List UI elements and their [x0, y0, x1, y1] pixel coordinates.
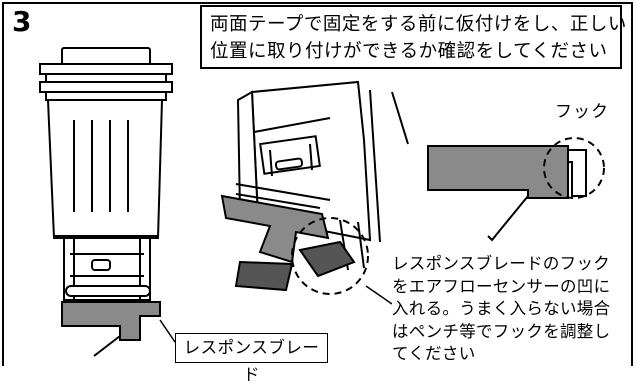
note-line-5: てください: [392, 344, 476, 363]
instruction-line-2: 位置に取り付けができるか確認をしてください: [210, 41, 608, 62]
airflow-sensor-front: [39, 47, 173, 301]
blade-middle: [220, 194, 356, 292]
step-number: 3: [12, 5, 32, 38]
hook-label: フック: [555, 102, 609, 122]
illustration: [39, 47, 605, 357]
instruction-line-1: 両面テープで固定をする前に仮付けをし、正しい: [210, 14, 627, 35]
blade-left: [61, 301, 161, 357]
hook-highlight-middle: [291, 217, 369, 295]
hook-highlight-right: [543, 137, 605, 199]
figure-frame: [2, 2, 633, 366]
response-blade-label: レスポンスブレード: [175, 333, 328, 384]
note-line-3: 入れる。うまく入らない場合: [392, 299, 611, 318]
hook-note: レスポンスブレードのフック をエアフローセンサーの凹に 入れる。うまく入らない場…: [392, 253, 611, 366]
note-line-2: をエアフローセンサーの凹に: [392, 276, 611, 296]
blade-side-view: [427, 145, 587, 242]
instruction-box: 両面テープで固定をする前に仮付けをし、正しい 位置に取り付けができるか確認をして…: [200, 5, 627, 69]
blade-label-leader: [159, 319, 176, 343]
note-line-1: レスポンスブレードのフック: [392, 254, 611, 273]
note-leader: [365, 285, 393, 305]
airflow-sensor-angled: [235, 80, 409, 271]
note-line-4: はペンチ等でフックを調整し: [392, 321, 611, 341]
